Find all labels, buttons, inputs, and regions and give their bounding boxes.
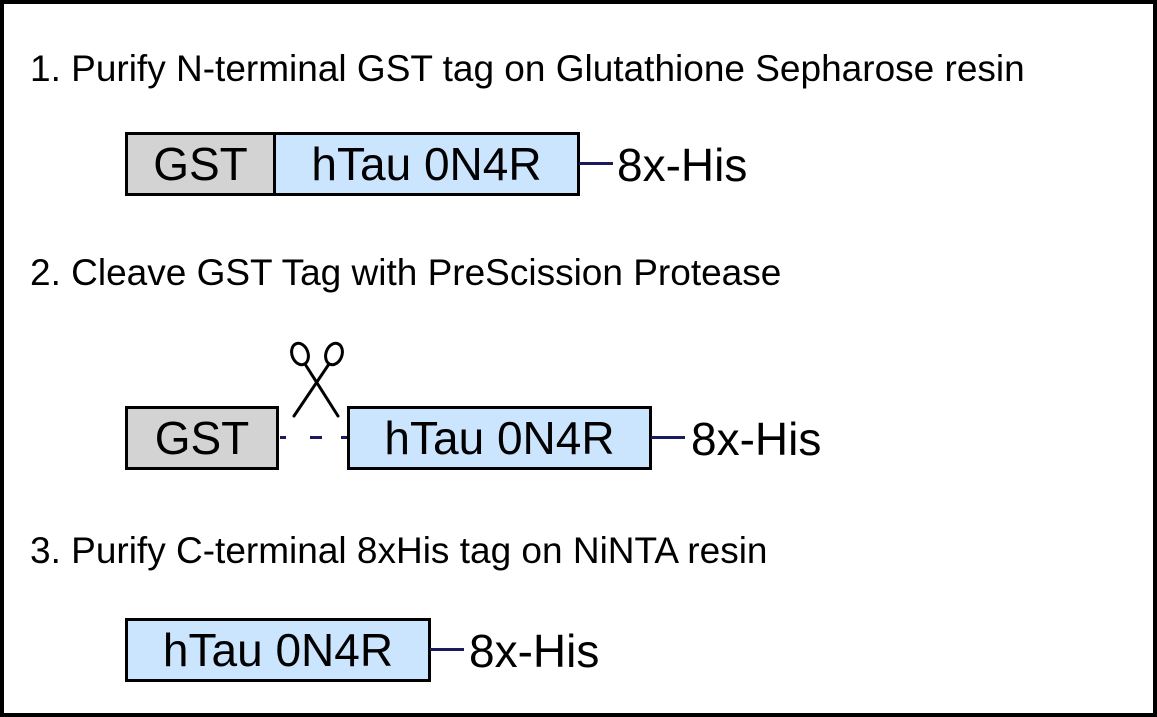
step-2-cleavage-linker-2 [310, 436, 322, 439]
step-2-cleavage-linker-3 [341, 436, 347, 439]
step-2-label: 2. Cleave GST Tag with PreScission Prote… [30, 252, 782, 293]
step-3-label: 3. Purify C-terminal 8xHis tag on NiNTA … [30, 530, 768, 571]
step-2-tau-domain: hTau 0N4R [347, 406, 652, 470]
step-1-his-linker [579, 162, 613, 165]
step-3-tau-domain: hTau 0N4R [125, 618, 431, 682]
step-3-his-linker [430, 648, 464, 651]
step-2-his-linker [651, 436, 685, 439]
step-2-his-tag: 8x-His [691, 413, 822, 465]
step-1-label: 1. Purify N-terminal GST tag on Glutathi… [30, 48, 1025, 89]
step-1-gst-domain: GST [128, 135, 276, 193]
scissors-icon [290, 341, 344, 418]
step-1-fusion-construct: GST hTau 0N4R [125, 132, 580, 196]
step-3-his-tag: 8x-His [469, 625, 600, 677]
step-2-gst-domain: GST [125, 406, 279, 470]
step-1-tau-domain: hTau 0N4R [276, 135, 577, 193]
step-1-his-tag: 8x-His [617, 139, 748, 191]
step-2-cleavage-linker-1 [280, 436, 286, 439]
